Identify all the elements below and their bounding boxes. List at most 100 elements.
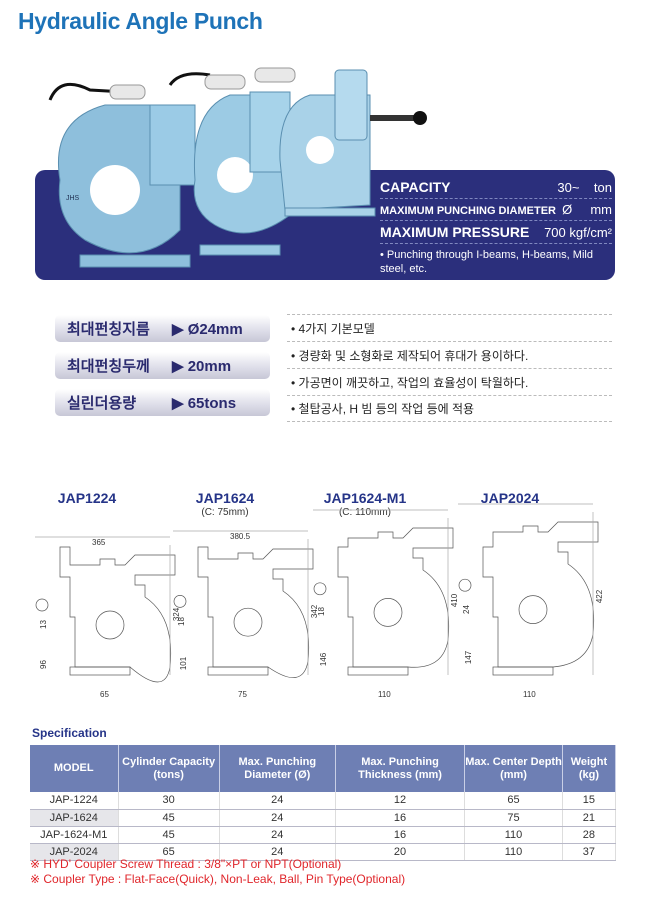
feature-item: • 가공면이 깨끗하고, 작업의 효율성이 탁월하다. [287,368,612,395]
throat-opening [373,598,403,627]
model-drawing [35,536,176,683]
model-name: JAP1624 [195,490,255,506]
table-cell: 24 [219,843,336,861]
capacity-list: CAPACITY 30~ ton MAXIMUM PUNCHING DIAMETE… [380,176,612,276]
dimension-label: 365 [92,538,106,547]
note-thread: ※ HYD' Coupler Screw Thread : 3/8"×PT or… [30,857,342,871]
capacity-label: CAPACITY [380,179,451,195]
dimension-label: 147 [464,651,474,665]
punch-small [254,67,427,217]
max-diameter-label: MAXIMUM PUNCHING DIAMETER [380,205,556,217]
brand-mark: JHS [66,195,80,202]
handle-knob [313,582,327,596]
table-cell: 75 [464,809,563,827]
capacity-note: • Punching through I-beams, H-beams, Mil… [380,249,593,275]
dimension-label: 75 [238,690,247,699]
model-drawing [173,530,314,678]
handle-knob [458,578,472,592]
key-spec-diameter: 최대펀칭지름▶ Ø24mm [55,315,270,342]
max-pressure-value: 700 kgf/cm² [544,225,612,240]
col-header: MODEL [30,745,119,792]
table-cell: 37 [562,843,617,861]
model-name: JAP1224 [57,490,117,506]
dimension-label: 380.5 [230,532,251,541]
table-cell: 21 [562,809,617,827]
model-drawing [313,509,454,676]
dimension-label: 18 [176,617,186,627]
table-cell: 110 [464,843,563,861]
max-diameter-row: MAXIMUM PUNCHING DIAMETER Ø mm [380,199,612,221]
max-diameter-value: Ø mm [562,202,612,217]
table-cell: JAP-1224 [30,792,119,810]
dimension-label: 101 [179,656,189,670]
table-cell: 24 [219,792,336,810]
handle-knob [173,595,187,608]
col-header: Max. Punching Thickness (mm) [335,745,466,792]
max-pressure-row: MAXIMUM PRESSURE 700 kgf/cm² [380,221,612,244]
feature-item: • 철탑공사, H 빔 등의 작업 등에 적용 [287,395,612,422]
table-cell: 65 [464,792,563,810]
table-cell: 16 [335,809,466,827]
handle-knob [35,598,49,612]
dimension-label: 146 [319,652,329,666]
dimension-label: 110 [523,690,536,699]
col-header: Cylinder Capacity (tons) [118,745,220,792]
throat-opening [95,610,125,640]
spec-table: MODEL Cylinder Capacity (tons) Max. Punc… [30,745,617,861]
key-spec-value: ▶ 65tons [172,394,237,412]
feature-list: • 4가지 기본모델 • 경량화 및 소형화로 제작되어 휴대가 용이하다. •… [287,314,612,422]
col-header: Max. Punching Diameter (Ø) [219,745,336,792]
table-cell: 24 [219,826,336,844]
table-cell: JAP-1624-M1 [30,826,119,844]
key-spec-value: ▶ Ø24mm [172,320,243,338]
table-cell: 65 [118,843,220,861]
key-spec-label: 실린더용량 [67,395,137,412]
dimension-label: 110 [378,690,391,699]
base-plate [347,666,409,676]
model-subtitle: (C: 75mm) [201,507,249,518]
product-photo: JHS [48,67,427,268]
page-title: Hydraulic Angle Punch [18,8,263,34]
base-plate [69,666,131,676]
table-cell: JAP-2024 [30,843,119,861]
key-spec-value: ▶ 20mm [172,357,232,375]
punch-outline [482,521,599,668]
feature-item: • 4가지 기본모델 [287,314,612,341]
punch-outline [197,546,314,678]
key-spec-thickness: 최대펀칭두께▶ 20mm [55,352,270,379]
table-cell: 28 [562,826,617,844]
col-header: Max. Center Depth (mm) [464,745,563,792]
base-plate [207,666,269,676]
punch-outline [337,527,454,668]
key-spec-cylinder: 실린더용량 ▶ 65tons [55,389,270,416]
table-cell: 12 [335,792,466,810]
dimension-label: 65 [100,690,109,699]
col-header: Weight (kg) [562,745,617,792]
dimension-label: 13 [38,620,48,629]
throat-opening [233,607,263,637]
max-pressure-label: MAXIMUM PRESSURE [380,224,530,240]
table-cell: 30 [118,792,220,810]
dimension-label: 422 [595,590,605,604]
dimension-label: 24 [461,604,471,614]
model-subtitle: (C: 110mm) [338,507,392,518]
capacity-value: 30~ ton [557,180,612,195]
model-name: JAP1624-M1 [323,490,407,506]
spec-title: Specification [32,726,107,740]
table-cell: 20 [335,843,466,861]
punch-outline [59,546,176,683]
table-cell: 110 [464,826,563,844]
capacity-row: CAPACITY 30~ ton [380,176,612,199]
model-drawing [458,503,599,676]
table-cell: 45 [118,809,220,827]
dimension-label: 18 [316,607,326,617]
table-cell: 15 [562,792,617,810]
table-cell: JAP-1624 [30,809,119,827]
dimension-label: 96 [38,660,48,669]
table-cell: 45 [118,826,220,844]
throat-opening [518,595,548,624]
punch-large: JHS [48,82,196,268]
